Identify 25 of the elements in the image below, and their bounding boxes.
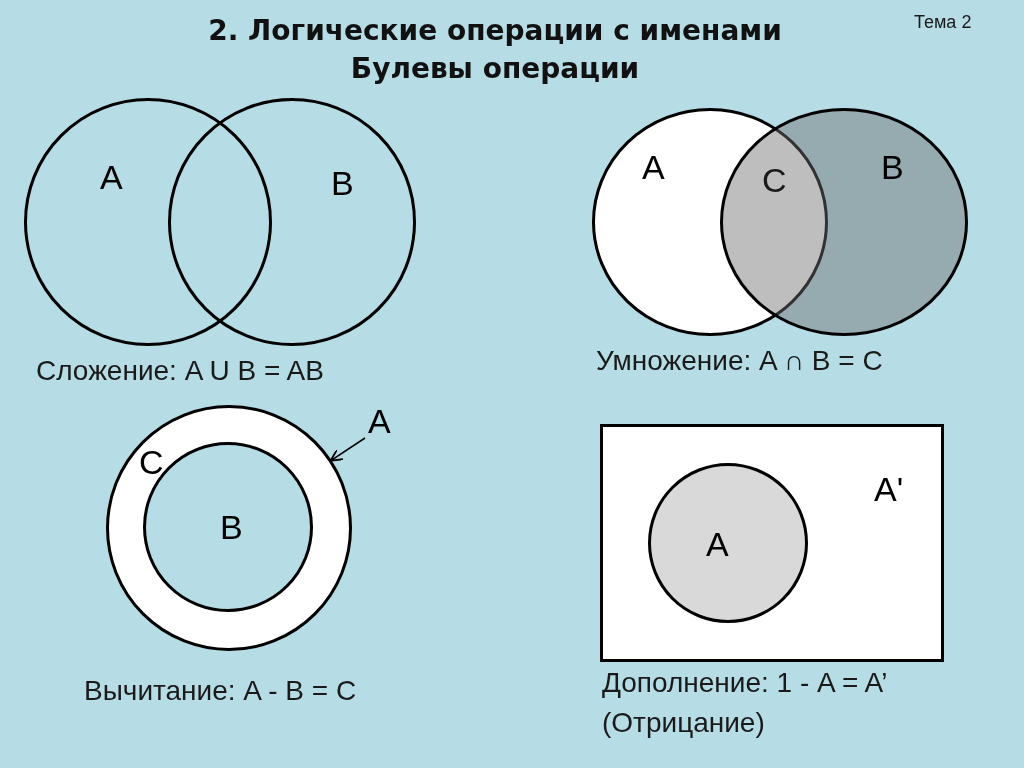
slide-title: 2. Логические операции с именами Булевы операции [207,13,783,87]
set-circle [648,463,808,623]
set-letter: A' [874,472,904,506]
set-letter: A [100,160,123,194]
set-letter: A [706,527,729,561]
set-circle [720,108,968,336]
set-circle [24,98,272,346]
formula-text: Умножение: A ∩ B = C [596,344,883,378]
formula-text: (Отрицание) [602,706,765,740]
set-circle [106,405,352,651]
arrow [329,437,366,462]
set-circle [592,108,828,336]
formula-text: Вычитание: A - B = C [84,674,357,708]
universe-rectangle [600,424,944,662]
set-letter: B [881,150,904,184]
formula-text: Дополнение: 1 - A = A’ [602,666,888,700]
set-letter: B [331,166,354,200]
region-letter: C [762,160,787,201]
set-letter: A [368,404,391,438]
set-letter: C [139,445,164,479]
set-letter: A [642,150,665,184]
topic-label: Тема 2 [914,12,972,34]
formula-text: Сложение: A U B = AB [36,354,324,388]
set-letter: B [220,510,243,544]
set-circle [168,98,416,346]
